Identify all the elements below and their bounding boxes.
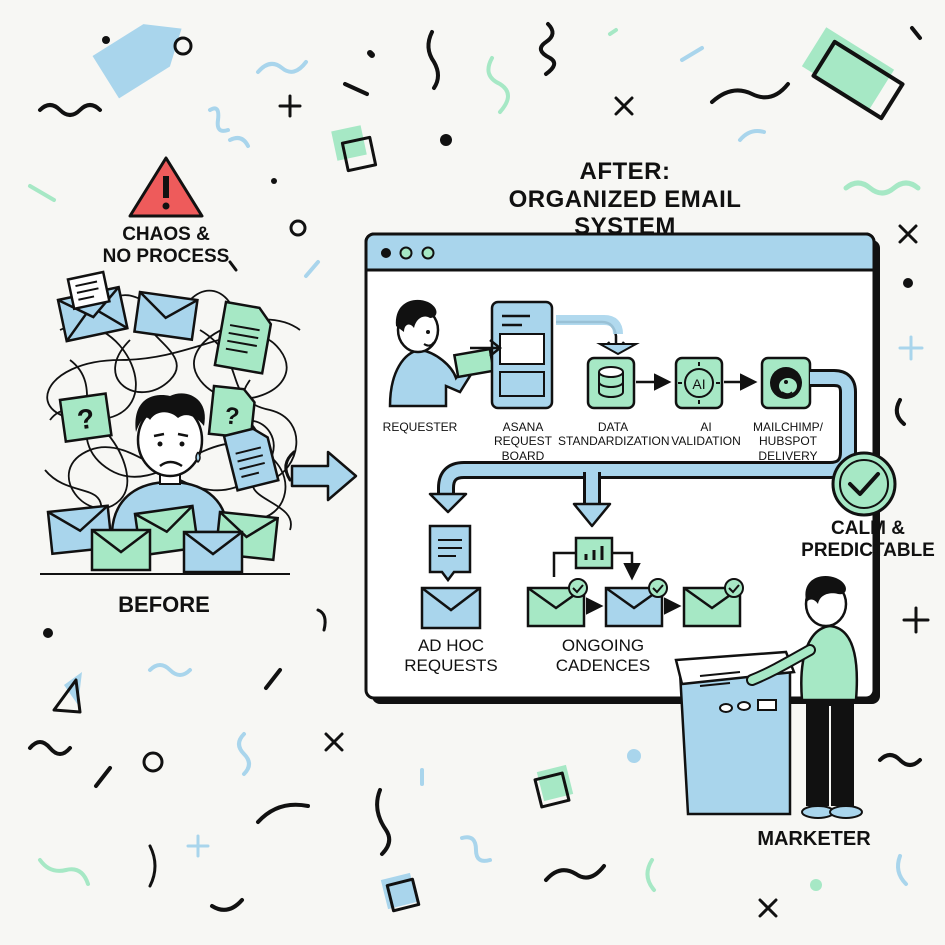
- check-circle-icon: [831, 451, 897, 517]
- pipeline-label-delivery: MAILCHIMP/ HUBSPOT DELIVERY: [752, 420, 823, 463]
- mailchimp-logo-icon: [760, 356, 812, 410]
- before-label: BEFORE: [118, 592, 210, 617]
- envelope-icon: [133, 290, 199, 342]
- warning-triangle-icon: [128, 156, 204, 218]
- confetti-decoration: [28, 22, 930, 918]
- envelope-pile: [40, 504, 290, 575]
- envelope-icon: [420, 586, 482, 630]
- document-icon: [213, 300, 273, 375]
- question-note-icon: ?: [58, 392, 113, 444]
- envelope-icon: [56, 270, 129, 343]
- after-title-line1: AFTER:: [579, 158, 671, 185]
- warning-line1: CHAOS &: [122, 224, 210, 245]
- flow-arrow: [596, 343, 640, 356]
- ai-chip-icon: AI: [674, 356, 724, 410]
- pipeline-label-requester: REQUESTER: [382, 420, 458, 434]
- calm-label: CALM & PREDICTABLE: [801, 518, 935, 561]
- after-title-line2: ORGANIZED EMAIL SYSTEM: [508, 185, 742, 241]
- ongoing-label: ONGOING CADENCES: [555, 636, 651, 675]
- pipeline-label-data: DATA STANDARDIZATION: [558, 420, 670, 449]
- after-title: AFTER: ORGANIZED EMAIL SYSTEM: [460, 158, 790, 241]
- pipeline-label-ai: AI VALIDATION: [671, 420, 741, 449]
- chat-document-icon: [428, 524, 472, 583]
- flow-arrow: [556, 315, 623, 335]
- svg-text:AI: AI: [692, 376, 705, 392]
- question-note-icon: ?: [207, 384, 256, 440]
- database-icon: [586, 356, 636, 410]
- svg-text:?: ?: [223, 402, 240, 430]
- svg-text:?: ?: [75, 403, 96, 436]
- ad-hoc-label: AD HOC REQUESTS: [404, 636, 498, 675]
- warning-label: CHAOS & NO PROCESS: [88, 224, 244, 268]
- person-icon: [388, 299, 496, 408]
- pipeline-label-asana: ASANA REQUEST BOARD: [493, 420, 552, 463]
- marketer-label: MARKETER: [757, 828, 871, 850]
- marketer-illustration: [674, 576, 863, 819]
- cadence-flow: [526, 536, 744, 628]
- transition-arrow: [290, 450, 358, 502]
- warning-line2: NO PROCESS: [102, 245, 230, 267]
- document-icon: [222, 427, 280, 492]
- kanban-board-icon: [470, 300, 554, 410]
